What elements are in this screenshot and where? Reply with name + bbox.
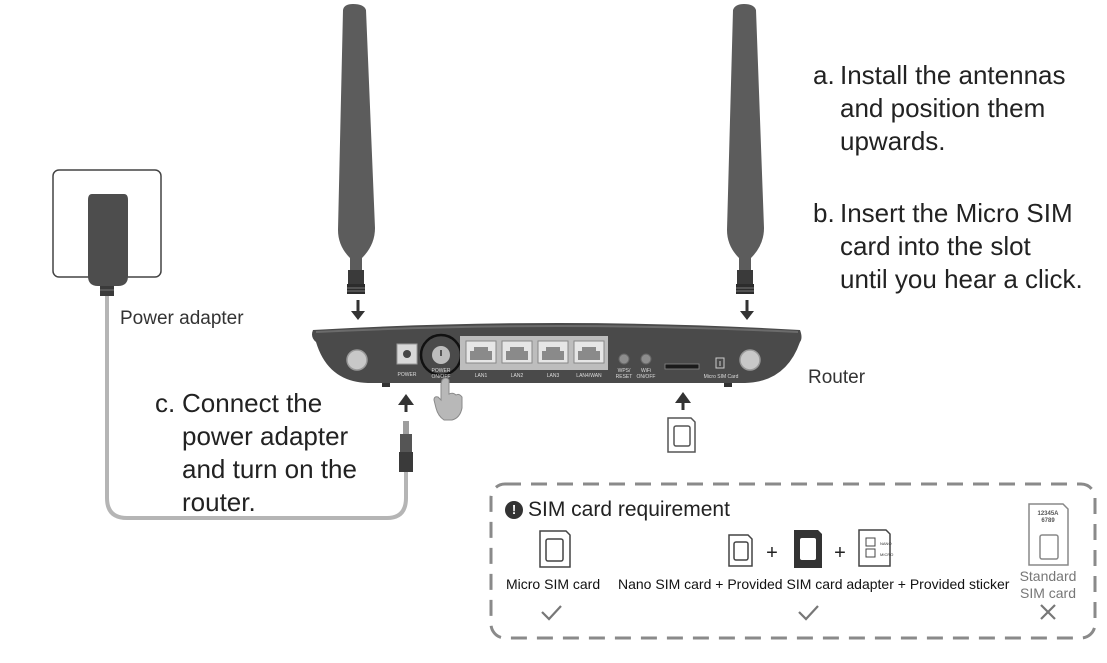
power-button-label-2: ON/OFF [432,374,451,380]
lan1-label: LAN1 [475,373,488,379]
left-antenna [338,4,375,294]
micro-sim-card-icon [539,530,571,568]
right-antenna-connector [739,349,761,371]
left-antenna-arrow [351,300,365,320]
dc-plug [399,421,413,472]
standard-card-text-2: 6789 [1041,518,1055,524]
power-port: POWER [396,343,418,378]
sticker-text-2: MICRO [880,552,893,557]
check-icon-micro [541,605,562,621]
sticker-icon: NANO MICRO [858,529,893,567]
step-c-line-4: router. [182,487,256,517]
right-antenna-arrow [740,300,754,320]
nano-sim-caption-suffix: + Provided SIM card adapter + Provided s… [711,576,1010,592]
micro-sim-card [667,417,696,453]
standard-card-text-1: 12345A [1037,511,1059,517]
wps-label-2: RESET [616,374,633,380]
step-a: a. Install the antennas and position the… [813,59,1103,159]
standard-sim-caption-1: Standard [1019,568,1077,584]
wifi-onoff-button[interactable]: WiFi ON/OFF [637,353,656,380]
micro-sim-caption: Micro SIM card [506,576,601,592]
sim-requirement-title: ! SIM card requirement [505,498,730,522]
step-b-line-2: card into the slot [840,231,1031,261]
lan4-wan-label: LAN4/WAN [576,373,602,379]
step-a-line-2: and position them [840,93,1046,123]
step-c-line-2: power adapter [182,421,349,451]
lan4-wan-port [573,340,605,364]
sim-insert-arrow [675,392,691,410]
lan1-port [465,340,497,364]
standard-sim-caption: Standard SIM card [1012,568,1084,602]
plus-sign-1: + [766,542,778,564]
step-a-line-1: Install the antennas [840,60,1066,90]
nano-sim-caption-prefix: Nano SIM card [618,576,712,592]
sticker-text-1: NANO [880,541,892,546]
power-adapter-label: Power adapter [120,308,244,329]
wifi-label-2: ON/OFF [637,374,656,380]
wifi-label-1: WiFi [641,368,651,374]
check-icon-nano [798,605,819,621]
power-adapter [88,194,128,296]
step-c-line-1: Connect the [182,388,323,418]
standard-sim-caption-2: SIM card [1019,585,1076,601]
power-cable [105,296,408,520]
sim-requirement-box [489,482,1097,640]
step-a-letter: a. [813,60,835,90]
micro-sim-label: Micro SIM Card [704,374,739,380]
cross-icon-standard [1040,604,1056,620]
step-c: c. Connect the power adapter and turn on… [155,387,395,521]
power-jack-arrow [398,394,414,412]
step-b-line-1: Insert the Micro SIM [840,198,1073,228]
nano-sim-card-icon [728,534,753,567]
lan-port-group [460,336,608,370]
step-b-letter: b. [813,198,835,228]
step-b-line-3: until you hear a click. [840,264,1083,294]
power-port-label: POWER [398,372,417,378]
right-antenna [727,4,764,294]
exclamation-icon: ! [505,501,523,519]
pointing-hand-icon [433,377,463,421]
step-a-line-3: upwards. [840,126,946,156]
lan3-port [537,340,569,364]
micro-sim-icon: Micro SIM Card [704,357,739,380]
plus-sign-2: + [834,542,846,564]
step-c-line-3: and turn on the [182,454,357,484]
sim-requirement-title-text: SIM card requirement [528,498,730,521]
wps-label-1: WPS/ [618,368,631,374]
power-button-label-1: POWER [432,368,451,374]
nano-sim-caption: Nano SIM card + Provided SIM card adapte… [618,576,1009,592]
router-label: Router [808,367,866,388]
step-b: b. Insert the Micro SIM card into the sl… [813,197,1103,297]
step-c-letter: c. [155,388,176,418]
lan2-port [501,340,533,364]
micro-sim-slot [664,363,700,370]
wps-reset-button[interactable]: WPS/ RESET [616,353,633,380]
left-antenna-connector [346,349,368,371]
lan3-label: LAN3 [547,373,560,379]
lan2-label: LAN2 [511,373,524,379]
sim-adapter-icon [794,530,822,568]
standard-sim-card-icon: 12345A 6789 [1028,503,1069,566]
